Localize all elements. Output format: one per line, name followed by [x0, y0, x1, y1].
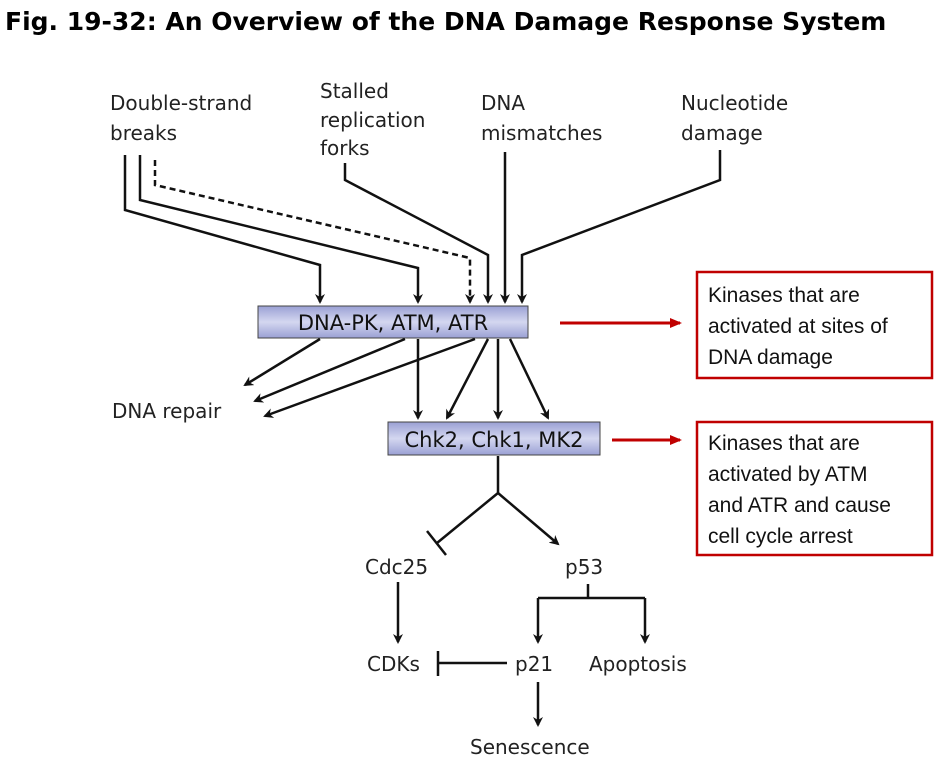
arrow-nucleotide-atr	[517, 150, 722, 304]
label-nucleotide-2: damage	[681, 121, 763, 145]
note2-line1: Kinases that are	[708, 432, 860, 455]
label-nucleotide-1: Nucleotide	[681, 91, 788, 115]
label-cdc25: Cdc25	[365, 555, 428, 579]
box-dnapk-atm-atr: DNA-PK, ATM, ATR	[257, 305, 529, 339]
note1-line2: activated at sites of	[708, 315, 888, 338]
label-stalled-1: Stalled	[320, 79, 389, 103]
note2-line2: activated by ATM	[708, 463, 868, 486]
arrow-to-chk-4	[508, 338, 550, 420]
label-senescence: Senescence	[470, 735, 590, 759]
arrow-forks-atr	[343, 163, 493, 304]
box1-outputs	[243, 337, 550, 420]
arrow-dsb-atm	[138, 155, 423, 304]
label-mismatch-2: mismatches	[481, 121, 602, 145]
downstream-pathway	[393, 456, 650, 727]
arrow-to-repair-1	[243, 337, 321, 387]
arrow-to-repair-2	[253, 337, 406, 403]
label-double-strand-2: breaks	[110, 121, 177, 145]
arrow-to-chk-2	[445, 338, 490, 420]
label-p53: p53	[565, 555, 603, 579]
label-double-strand-1: Double-strand	[110, 91, 252, 115]
note-box-1: Kinases that are activated at sites of D…	[695, 270, 934, 380]
figure-title: Fig. 19-32: An Overview of the DNA Damag…	[5, 7, 886, 36]
box1-rect	[257, 305, 529, 339]
note-box-2: Kinases that are activated by ATM and AT…	[695, 420, 934, 557]
inhibit-cdc25	[436, 456, 500, 544]
inhibit-p21-cdks	[436, 651, 507, 676]
box2-rect	[387, 421, 601, 456]
p53-branch	[538, 584, 645, 600]
note2-line4: cell cycle arrest	[708, 525, 853, 548]
label-p21: p21	[515, 652, 553, 676]
label-mismatch-1: DNA	[481, 91, 525, 115]
arrow-dsb-atr-dashed	[153, 160, 475, 304]
arrow-dsb-dnapk	[123, 155, 325, 304]
arrow-to-p53	[497, 492, 560, 546]
note1-line3: DNA damage	[708, 346, 833, 369]
input-arrows	[123, 150, 722, 304]
note1-line1: Kinases that are	[708, 284, 860, 307]
label-cdks: CDKs	[367, 652, 420, 676]
arrow-to-repair-3	[263, 337, 476, 418]
label-dna-repair: DNA repair	[112, 399, 222, 423]
label-stalled-3: forks	[320, 136, 370, 160]
note2-line3: and ATR and cause	[708, 494, 891, 517]
box1-label: DNA-PK, ATM, ATR	[298, 311, 488, 335]
inhibit-bar-cdc25	[426, 530, 447, 556]
label-apoptosis: Apoptosis	[589, 652, 687, 676]
box2-label: Chk2, Chk1, MK2	[405, 428, 584, 452]
box-chk2-chk1-mk2: Chk2, Chk1, MK2	[387, 421, 601, 456]
input-labels: Double-strand breaks Stalled replication…	[110, 79, 788, 160]
label-stalled-2: replication	[320, 108, 425, 132]
